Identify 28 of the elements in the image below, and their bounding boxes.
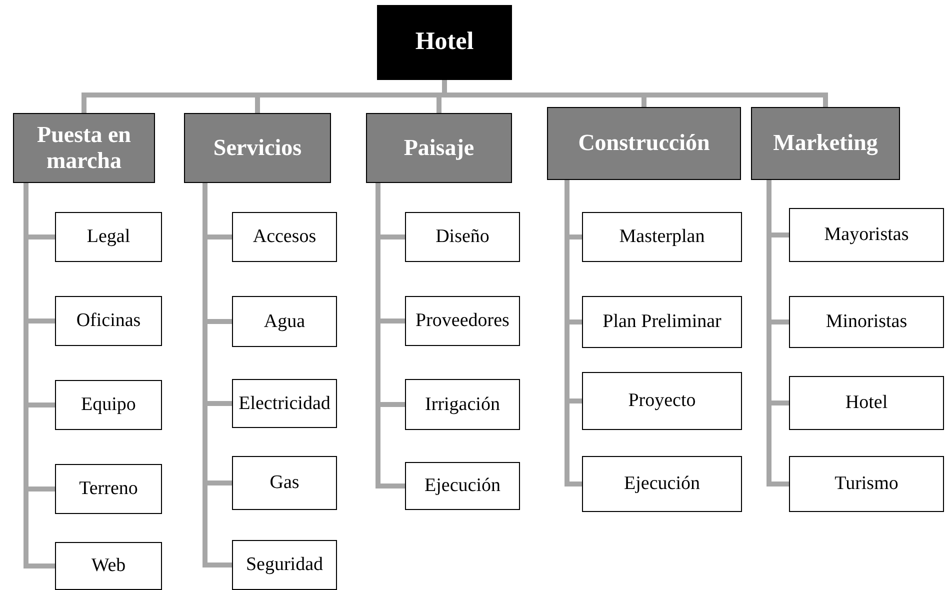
item-box: Ejecución: [582, 456, 742, 512]
item-box: Proveedores: [405, 296, 520, 346]
item-box: Turismo: [789, 456, 944, 512]
item-box: Mayoristas: [789, 208, 944, 262]
category-box: Puesta en marcha: [13, 113, 155, 183]
item-box: Hotel: [789, 376, 944, 430]
item-box: Terreno: [55, 464, 162, 514]
category-box: Construcción: [547, 107, 741, 180]
category-box: Servicios: [184, 113, 331, 183]
item-box: Masterplan: [582, 212, 742, 262]
item-box: Electricidad: [232, 379, 337, 428]
item-box: Gas: [232, 456, 337, 510]
item-box: Equipo: [55, 380, 162, 430]
item-box: Web: [55, 542, 162, 590]
item-box: Agua: [232, 296, 337, 347]
item-box: Oficinas: [55, 296, 162, 346]
item-box: Legal: [55, 212, 162, 262]
item-box: Diseño: [405, 212, 520, 262]
root-box: Hotel: [377, 5, 512, 80]
item-box: Irrigación: [405, 379, 520, 430]
item-box: Minoristas: [789, 296, 944, 348]
item-box: Proyecto: [582, 372, 742, 430]
item-box: Plan Preliminar: [582, 296, 742, 348]
item-box: Ejecución: [405, 462, 520, 510]
category-box: Paisaje: [366, 113, 512, 183]
category-box: Marketing: [751, 107, 900, 180]
item-box: Seguridad: [232, 540, 337, 590]
item-box: Accesos: [232, 212, 337, 262]
